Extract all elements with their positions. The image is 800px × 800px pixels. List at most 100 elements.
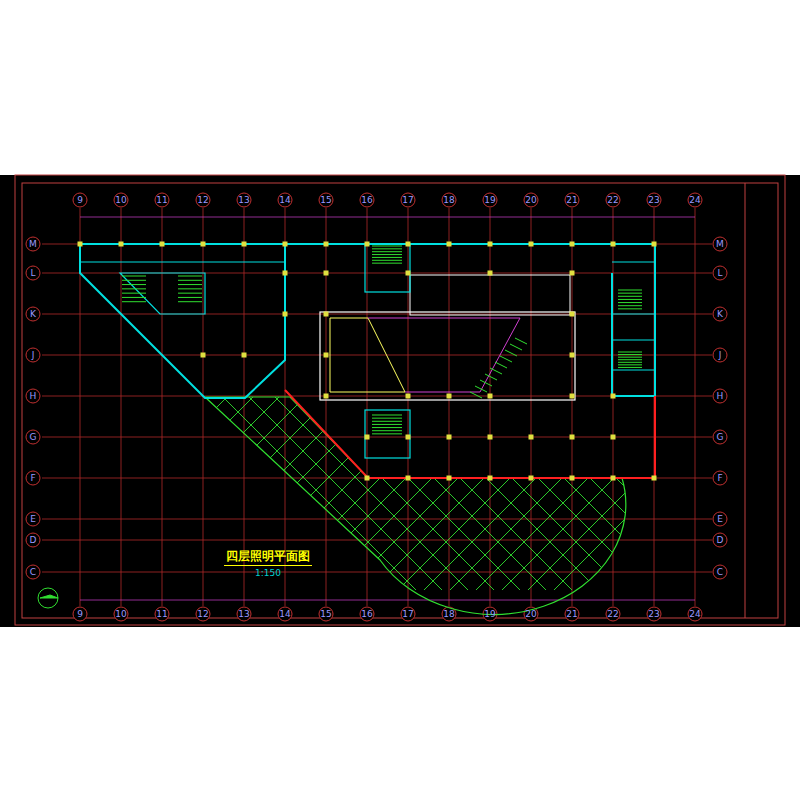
escalator-step xyxy=(475,386,487,392)
canopy-hatch xyxy=(632,390,800,590)
canopy-hatch xyxy=(450,390,650,590)
grid-axis-label: 20 xyxy=(524,608,538,620)
grid-bubble xyxy=(155,607,169,621)
column xyxy=(652,476,657,481)
stair-tread xyxy=(618,359,642,360)
stair-tread xyxy=(618,364,642,365)
grid-axis-label: 9 xyxy=(73,194,87,206)
grid-axis-label: E xyxy=(26,513,40,525)
canopy-hatch xyxy=(0,390,182,590)
grid-axis-label: D xyxy=(713,534,727,546)
stair-tread xyxy=(178,293,202,294)
grid-bubble xyxy=(713,307,727,321)
canopy-hatch xyxy=(294,390,494,590)
column xyxy=(488,435,493,440)
north-arrow xyxy=(40,595,58,598)
canopy-hatch xyxy=(190,390,390,590)
grid-bubble xyxy=(688,193,702,207)
grid-axis-label: E xyxy=(713,513,727,525)
grid-axis-label: C xyxy=(26,566,40,578)
column xyxy=(570,476,575,481)
column xyxy=(283,312,288,317)
stair-core xyxy=(365,244,410,292)
grid-bubble xyxy=(237,607,251,621)
grid-bubble xyxy=(278,193,292,207)
column xyxy=(406,435,411,440)
grid-bubble xyxy=(26,471,40,485)
canopy-hatch xyxy=(398,390,598,590)
grid-line xyxy=(408,208,409,606)
canopy-hatch xyxy=(0,390,26,590)
grid-axis-label: 15 xyxy=(319,608,333,620)
grid-bubble xyxy=(114,607,128,621)
stair-tread xyxy=(618,293,642,294)
canopy-hatch xyxy=(190,390,390,590)
grid-bubble xyxy=(713,430,727,444)
canopy-hatch xyxy=(632,390,800,590)
grid-axis-label: M xyxy=(26,238,40,250)
grid-axis-label: K xyxy=(713,308,727,320)
grid-axis-label: 24 xyxy=(688,194,702,206)
grid-line xyxy=(244,208,245,606)
column xyxy=(529,435,534,440)
grid-axis-label: H xyxy=(26,390,40,402)
grid-bubble xyxy=(26,389,40,403)
canopy-hatch xyxy=(398,390,598,590)
grid-bubble xyxy=(647,193,661,207)
stair-tread xyxy=(618,302,642,303)
grid-axis-label: G xyxy=(713,431,727,443)
stair-tread xyxy=(122,288,146,289)
grid-bubble xyxy=(524,193,538,207)
column xyxy=(365,435,370,440)
column xyxy=(611,476,616,481)
canopy-hatch xyxy=(0,390,182,590)
stair-tread xyxy=(618,352,642,353)
canopy-hatch xyxy=(580,390,780,590)
grid-axis-label: M xyxy=(713,238,727,250)
column xyxy=(447,435,452,440)
canopy-hatch xyxy=(736,390,800,590)
escalator-step xyxy=(505,350,517,356)
canopy-hatch xyxy=(606,390,800,590)
grid-line xyxy=(42,540,712,541)
column xyxy=(324,271,329,276)
canopy-hatch xyxy=(528,390,728,590)
fire-zone-boundary xyxy=(285,390,655,478)
grid-axis-label: 23 xyxy=(647,194,661,206)
column xyxy=(447,394,452,399)
canopy-hatch xyxy=(112,390,312,590)
canopy-hatch xyxy=(0,390,130,590)
grid-bubble xyxy=(565,193,579,207)
grid-axis-label: 23 xyxy=(647,608,661,620)
grid-bubble xyxy=(26,307,40,321)
column xyxy=(283,271,288,276)
grid-bubble xyxy=(196,607,210,621)
grid-axis-label: 16 xyxy=(360,608,374,620)
grid-axis-label: 9 xyxy=(73,608,87,620)
column xyxy=(652,242,657,247)
grid-axis-label: J xyxy=(26,349,40,361)
canopy-hatch xyxy=(0,390,78,590)
grid-axis-label: 17 xyxy=(401,194,415,206)
grid-axis-label: 19 xyxy=(483,608,497,620)
grid-bubble xyxy=(26,565,40,579)
grid-axis-label: 21 xyxy=(565,608,579,620)
canopy-hatch xyxy=(0,390,130,590)
stair-tread xyxy=(122,293,146,294)
canopy-hatch xyxy=(450,390,650,590)
grid-bubble xyxy=(73,607,87,621)
stair-tread xyxy=(618,296,642,297)
grid-bubble xyxy=(606,193,620,207)
grid-bubble xyxy=(155,193,169,207)
grid-bubble xyxy=(606,607,620,621)
grid-bubble xyxy=(483,607,497,621)
canopy-hatch xyxy=(476,390,676,590)
canopy-hatch xyxy=(372,390,572,590)
canopy-hatch xyxy=(320,390,520,590)
grid-bubble xyxy=(688,607,702,621)
grid-bubble xyxy=(196,193,210,207)
grid-bubble xyxy=(442,193,456,207)
canopy-hatch xyxy=(216,390,416,590)
canopy-hatch xyxy=(502,390,702,590)
grid-bubble xyxy=(565,607,579,621)
